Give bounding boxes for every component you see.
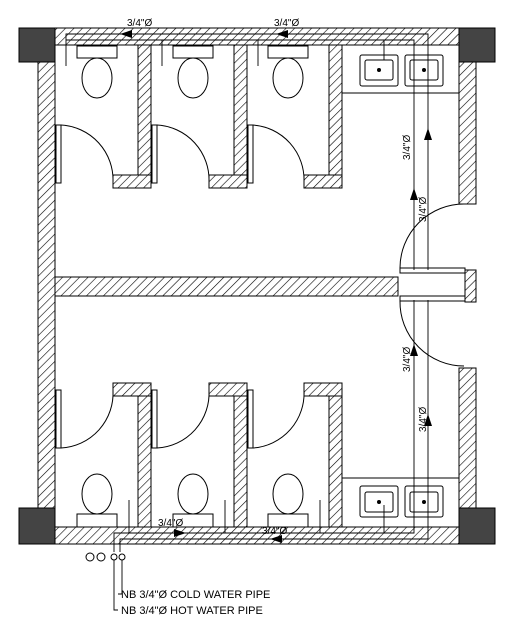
wall-left: [37, 61, 56, 509]
wall-top: [54, 27, 460, 46]
wc-upper-1: [76, 45, 118, 99]
partition-lower-1-head: [112, 382, 152, 397]
partition-lower-3: [328, 382, 343, 528]
wall-bottom: [54, 526, 460, 545]
pipe-label-right-4: 3/4"Ø: [418, 407, 429, 432]
arrow-bottom-left: [174, 529, 186, 537]
legend-circle-1: [85, 552, 95, 562]
partition-lower-2-head: [208, 382, 248, 397]
pipe-bottom-inner: [113, 300, 415, 552]
legend-circle-2: [96, 552, 106, 562]
legend-hot-water: NB 3/4"Ø HOT WATER PIPE: [121, 605, 263, 617]
door-upper-3: [247, 124, 305, 184]
wall-right-lower: [458, 367, 477, 509]
pipe-top-outer: [65, 33, 429, 270]
column-bottom-right: [458, 507, 496, 545]
partition-upper-2: [233, 44, 248, 189]
columns: [18, 27, 496, 545]
wall-right-upper: [458, 61, 477, 205]
pipe-label-bottom-mid: 3/4"Ø: [262, 526, 287, 537]
counter-bottom: [341, 477, 460, 528]
partition-lower-2: [233, 382, 248, 528]
wc-upper-2: [172, 45, 214, 99]
arrow-right-3: [410, 344, 418, 356]
arrow-top-mid: [276, 30, 288, 38]
door-lower-2: [151, 389, 210, 449]
door-lower-3: [247, 389, 305, 449]
partition-lower-1: [137, 382, 152, 528]
legend-leader-hot: [113, 560, 118, 611]
partition-upper-1-foot: [112, 174, 152, 189]
legend-cold-water: NB 3/4"Ø COLD WATER PIPE: [121, 589, 270, 601]
flow-arrows: [120, 30, 432, 543]
arrow-top-left: [120, 30, 132, 38]
pipe-label-right-1: 3/4"Ø: [402, 135, 413, 160]
basin-bottom-2: [404, 485, 444, 518]
legend-circle-3: [110, 553, 118, 561]
partition-upper-1: [137, 44, 152, 189]
doors: [55, 124, 466, 449]
pipe-label-bottom-left: 3/4"Ø: [158, 518, 183, 529]
pipe-label-top-left: 3/4"Ø: [127, 18, 152, 29]
legend-circle-4: [118, 553, 126, 561]
wc-units: [76, 45, 309, 528]
column-top-left: [18, 27, 56, 63]
column-top-right: [458, 27, 496, 63]
arrow-right-2: [410, 188, 418, 200]
basin-bottom-1: [359, 485, 399, 518]
pipe-label-top-mid: 3/4"Ø: [274, 18, 299, 29]
wc-lower-1: [76, 473, 118, 528]
door-upper-2: [151, 124, 210, 184]
walls: [37, 27, 477, 545]
wc-upper-3: [267, 45, 309, 99]
column-bottom-left: [18, 507, 56, 545]
arrow-right-4: [424, 414, 432, 426]
arrow-right-1: [424, 128, 432, 140]
basin-top-1: [359, 54, 399, 87]
legend: NB 3/4"Ø COLD WATER PIPE NB 3/4"Ø HOT WA…: [85, 552, 270, 617]
wc-lower-2: [172, 473, 214, 528]
wc-lower-3: [267, 473, 309, 528]
partition-lower-3-head: [303, 382, 343, 397]
counter-top: [341, 44, 460, 94]
wall-middle-stub: [464, 269, 477, 303]
vanity-counters: [341, 44, 460, 528]
legend-leader-cold: [118, 560, 123, 595]
basin-top-2: [404, 54, 444, 87]
arrow-bottom-mid: [270, 535, 282, 543]
entrance-door-lower: [399, 295, 466, 367]
partition-upper-2-foot: [208, 174, 248, 189]
wall-middle: [54, 276, 399, 297]
partition-upper-3-foot: [303, 174, 343, 189]
wash-basins: [359, 54, 444, 518]
partition-upper-3: [328, 44, 343, 189]
pipe-label-right-2: 3/4"Ø: [418, 197, 429, 222]
door-upper-1: [55, 124, 114, 184]
door-lower-1: [55, 389, 114, 449]
pipe-label-right-3: 3/4"Ø: [402, 347, 413, 372]
pipe-labels: 3/4"Ø 3/4"Ø 3/4"Ø 3/4"Ø 3/4"Ø 3/4"Ø 3/4"…: [127, 18, 429, 537]
entrance-door-upper: [399, 203, 466, 274]
